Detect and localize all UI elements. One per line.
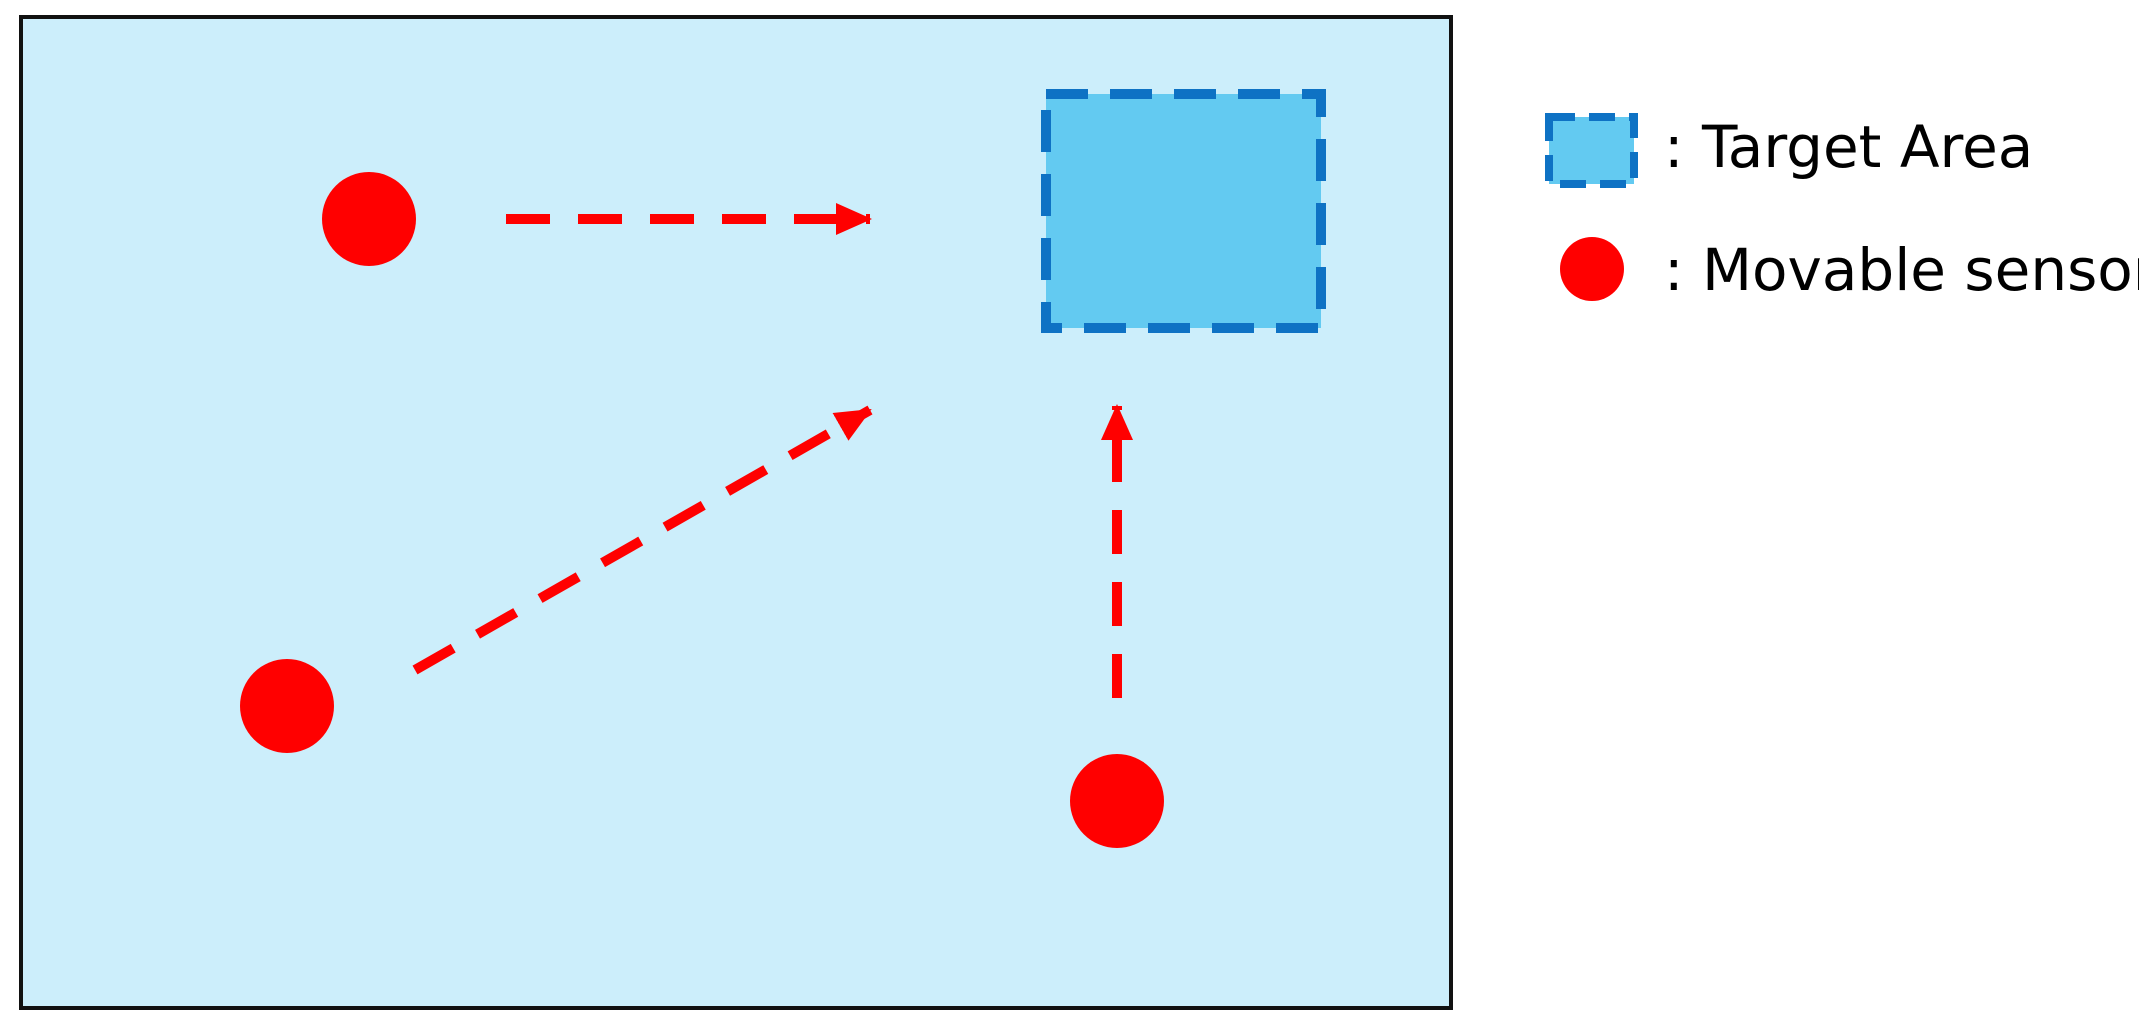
- sensor-3: [1070, 754, 1164, 848]
- sensor-2: [240, 659, 334, 753]
- legend-target-label: : Target Area: [1664, 113, 2033, 181]
- move-arrow-2: [412, 405, 873, 675]
- legend-sensor-label: : Movable sensor: [1664, 236, 2139, 304]
- red-dot-icon: [1560, 237, 1624, 301]
- legend: : Target Area : Movable sensor: [1545, 113, 2139, 304]
- target-area: [1041, 89, 1326, 333]
- dashed-square-icon: [1545, 113, 1638, 188]
- sensor-1: [322, 172, 416, 266]
